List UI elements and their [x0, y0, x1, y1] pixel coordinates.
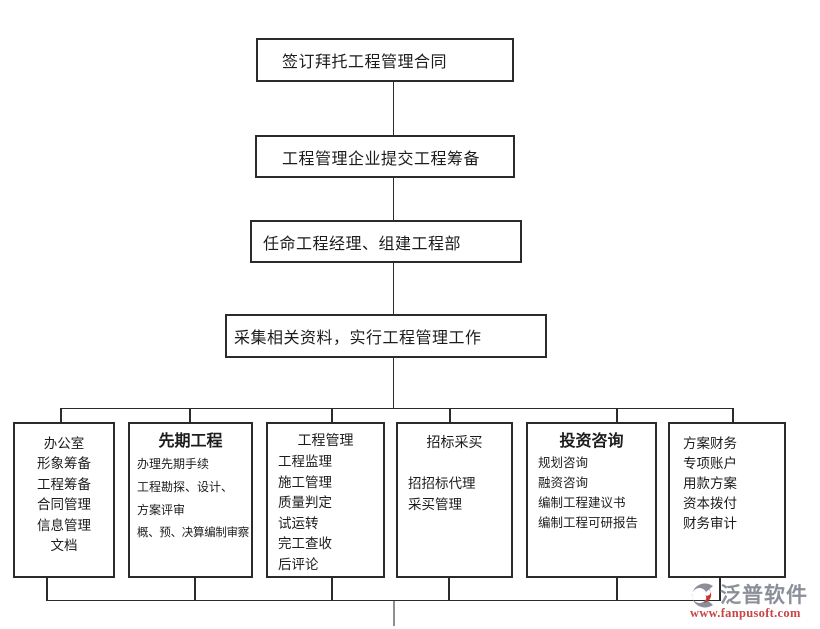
dept-item: 编制工程建议书	[538, 496, 626, 510]
dept-box-engineering-mgmt: 工程管理 工程监理 施工管理 质量判定 试运转 完工查收 后评论	[266, 422, 385, 578]
watermark-brand: 泛普软件	[720, 584, 808, 607]
dept-item-list: 规划咨询 融资咨询 编制工程建议书 编制工程可研报告	[528, 453, 655, 533]
dept-item: 采买管理	[408, 497, 462, 512]
branch-line-bottom	[46, 600, 721, 601]
dept-item: 工程勘探、设计、	[137, 480, 234, 494]
dept-box-investment-consulting: 投资咨询 规划咨询 融资咨询 编制工程建议书 编制工程可研报告	[526, 422, 657, 578]
dept-item: 方案评审	[137, 503, 186, 517]
fanpu-logo-icon	[691, 583, 713, 608]
dept-header: 工程管理	[297, 434, 354, 449]
dept-item-list: 形象筹备 工程筹备 合同管理 信息管理 文档	[15, 454, 113, 557]
branch-line-top	[60, 408, 734, 409]
bottom-drop-engineering	[331, 577, 333, 600]
flow-step-submit-preparation: 工程管理企业提交工程筹备	[255, 135, 515, 178]
dept-header: 方案财务	[683, 436, 737, 451]
dept-item: 信息管理	[37, 517, 91, 533]
bottom-drop-bidding	[448, 577, 450, 600]
dept-header: 投资咨询	[559, 433, 624, 450]
dept-item: 专项账户	[683, 456, 737, 471]
dept-item: 形象筹备	[37, 456, 91, 471]
drop-line-early-works	[189, 408, 191, 422]
dept-item: 后评论	[278, 556, 319, 572]
dept-item-list: 招招标代理 采买管理	[398, 473, 511, 515]
dept-item: 财务审计	[683, 516, 737, 531]
flow-step-sign-contract: 签订拜托工程管理合同	[256, 38, 514, 82]
flow-step-appoint-manager: 任命工程经理、组建工程部	[250, 220, 522, 263]
flow-step-label: 签订拜托工程管理合同	[282, 54, 448, 71]
drop-line-office	[60, 408, 62, 422]
flow-step-label: 采集相关资料，实行工程管理工作	[234, 330, 482, 347]
dept-item: 办理先期手续	[137, 457, 210, 471]
connector-step4-branch	[393, 358, 394, 408]
dept-item-list: 工程监理 施工管理 质量判定 试运转 完工查收 后评论	[268, 452, 383, 575]
dept-item: 文档	[50, 538, 78, 553]
drop-line-engineering	[331, 408, 333, 422]
dept-item: 施工管理	[278, 474, 332, 490]
flow-step-label: 工程管理企业提交工程筹备	[282, 150, 481, 168]
dept-header: 招标采买	[426, 436, 483, 451]
connector-step3-step4	[393, 263, 394, 314]
dept-item: 完工查收	[278, 536, 332, 551]
dept-item: 规划咨询	[538, 456, 589, 470]
watermark-url: www.fanpusoft.com	[690, 606, 801, 620]
dept-item: 概、预、决算编制审察	[137, 527, 249, 539]
dept-item-list: 办理先期手续 工程勘探、设计、 方案评审 概、预、决算编制审察	[130, 453, 251, 545]
dept-box-bidding-procurement: 招标采买 招招标代理 采买管理	[396, 422, 513, 578]
dept-item: 合同管理	[37, 497, 91, 512]
watermark: 泛普软件 www.fanpusoft.com	[684, 578, 820, 622]
dept-item: 质量判定	[278, 495, 332, 510]
dept-item: 编制工程可研报告	[538, 516, 639, 530]
bottom-center-tail	[393, 601, 395, 626]
dept-item: 资本拨付	[683, 496, 737, 511]
dept-item: 用款方案	[683, 476, 737, 491]
bottom-drop-office	[46, 577, 48, 600]
bottom-drop-finance	[719, 577, 721, 600]
bottom-drop-investment	[616, 577, 618, 600]
dept-item: 融资咨询	[538, 476, 589, 490]
connector-step2-step3	[393, 178, 394, 220]
dept-header: 先期工程	[158, 433, 223, 450]
drop-line-investment	[616, 408, 618, 422]
flow-step-collect-data: 采集相关资料，实行工程管理工作	[225, 314, 547, 358]
bottom-drop-early-works	[194, 577, 196, 600]
dept-item: 试运转	[278, 515, 319, 531]
dept-box-early-works: 先期工程 办理先期手续 工程勘探、设计、 方案评审 概、预、决算编制审察	[128, 422, 253, 578]
drop-line-bidding	[449, 408, 451, 422]
dept-item: 工程筹备	[37, 476, 91, 492]
connector-step1-step2	[393, 82, 394, 135]
drop-line-finance	[732, 408, 734, 422]
flow-step-label: 任命工程经理、组建工程部	[263, 235, 462, 253]
dept-item-list: 专项账户 用款方案 资本拨付 财务审计	[670, 454, 784, 534]
dept-box-office: 办公室 形象筹备 工程筹备 合同管理 信息管理 文档	[13, 422, 115, 578]
dept-header: 办公室	[43, 436, 85, 451]
dept-item: 招招标代理	[408, 476, 476, 491]
dept-box-project-finance: 方案财务 专项账户 用款方案 资本拨付 财务审计	[668, 422, 786, 578]
dept-item: 工程监理	[278, 454, 332, 469]
